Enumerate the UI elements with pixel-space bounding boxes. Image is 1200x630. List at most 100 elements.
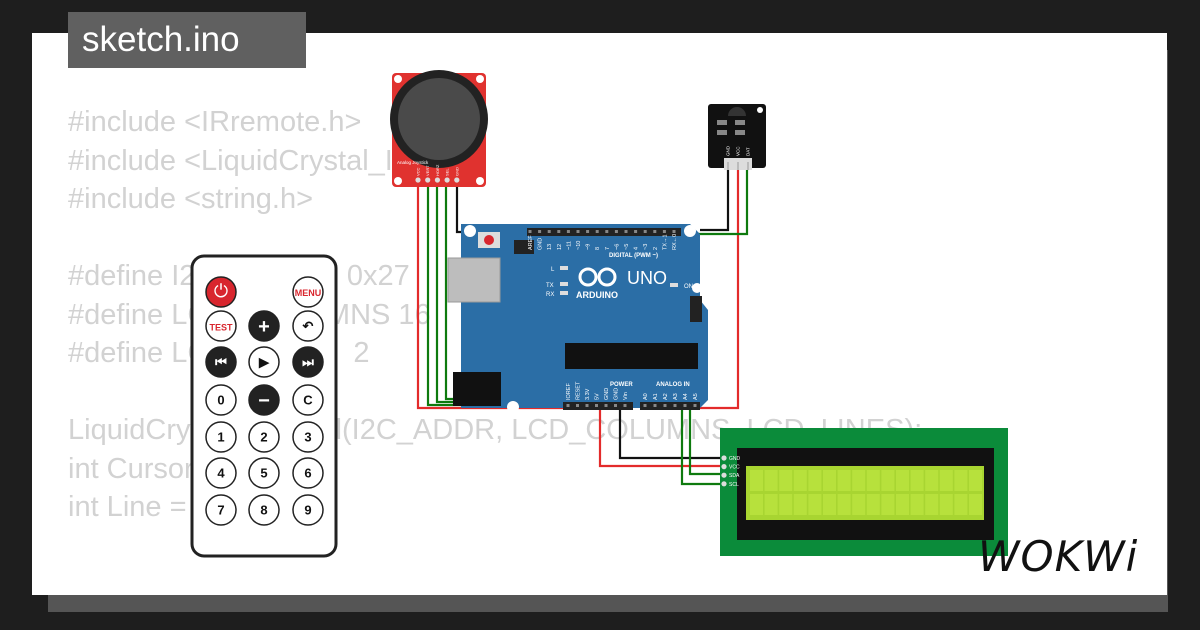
analog-pin[interactable]	[673, 404, 677, 407]
remote-key-3[interactable]	[292, 421, 324, 453]
arduino-uno-board[interactable]: ARDUINO UNO DIGITAL (PWM ~) POWER ANALOG…	[447, 224, 708, 413]
digital-header	[527, 228, 681, 236]
lcd-char-cell	[764, 470, 778, 491]
joystick-pin[interactable]	[454, 177, 460, 183]
remote-prev-button[interactable]	[205, 346, 237, 378]
joystick-pin-label: VERT	[425, 165, 430, 176]
remote-key-label: 8	[260, 503, 267, 518]
analog-pin-label: A0	[643, 393, 649, 400]
power-pin[interactable]	[595, 404, 598, 407]
digital-pin[interactable]	[528, 230, 532, 233]
lcd-pin-label: GND	[729, 456, 741, 462]
power-pin[interactable]	[566, 404, 570, 407]
remote-key-1[interactable]	[205, 421, 237, 453]
digital-pin[interactable]	[547, 230, 551, 233]
digital-pin[interactable]	[614, 230, 618, 233]
lcd-pin[interactable]	[721, 464, 727, 470]
remote-plus-button[interactable]	[248, 310, 280, 342]
analog-pin[interactable]	[663, 404, 667, 407]
joystick-pin[interactable]	[434, 177, 440, 183]
power-pin-label: 5V	[595, 393, 601, 400]
remote-key-label: 9	[304, 503, 311, 518]
ir-pin[interactable]	[747, 162, 749, 170]
digital-pin[interactable]	[672, 230, 676, 233]
joystick-pin[interactable]	[425, 177, 431, 183]
remote-key-label: 6	[304, 466, 311, 481]
power-pin[interactable]	[614, 404, 617, 407]
remote-key-2[interactable]	[248, 421, 280, 453]
power-button[interactable]	[205, 276, 237, 308]
arduino-brand: ARDUINO	[576, 290, 618, 300]
digital-pin[interactable]	[653, 230, 657, 233]
remote-back-button[interactable]	[292, 310, 324, 342]
lcd-char-cell	[939, 470, 953, 491]
remote-key-c[interactable]	[292, 384, 324, 416]
digital-pin[interactable]	[538, 230, 542, 233]
analog-pin[interactable]	[693, 404, 697, 407]
remote-key-test[interactable]	[205, 310, 237, 342]
remote-next-button[interactable]	[292, 346, 324, 378]
digital-pin-label: ~6	[614, 244, 620, 250]
digital-pin[interactable]	[576, 230, 580, 233]
led-label-rx: RX	[546, 292, 554, 298]
remote-key-0[interactable]	[205, 384, 237, 416]
lcd-pin[interactable]	[721, 472, 727, 478]
digital-pin[interactable]	[624, 230, 628, 233]
usb-port	[447, 257, 501, 303]
reset-button[interactable]	[484, 235, 494, 245]
lcd-pin[interactable]	[721, 455, 727, 461]
digital-pin-label: 8	[595, 247, 601, 250]
digital-pin[interactable]	[643, 230, 647, 233]
power-jack	[453, 372, 501, 406]
remote-key-label: C	[303, 393, 313, 408]
lcd-char-cell	[764, 494, 778, 515]
digital-pin[interactable]	[634, 230, 638, 233]
power-pin-label: GND	[614, 388, 620, 400]
remote-key-4[interactable]	[205, 457, 237, 489]
remote-minus-button[interactable]	[248, 384, 280, 416]
digital-pin-label: 2	[653, 247, 659, 250]
digital-pin[interactable]	[557, 230, 561, 233]
remote-key-6[interactable]	[292, 457, 324, 489]
power-label: POWER	[610, 382, 633, 388]
remote-key-8[interactable]	[248, 494, 280, 526]
power-pin-label: Vin	[623, 392, 629, 400]
power-pin[interactable]	[623, 404, 627, 407]
joystick-pin-label: VCC	[416, 167, 421, 176]
ir-pin[interactable]	[727, 162, 729, 170]
joystick-label: Analog Joystick	[397, 160, 429, 165]
analog-pin-label: A2	[663, 393, 669, 400]
digital-pin[interactable]	[586, 230, 590, 233]
remote-play-button[interactable]	[248, 346, 280, 378]
joystick-pin[interactable]	[444, 177, 450, 183]
digital-pin[interactable]	[566, 230, 570, 233]
joystick-knob[interactable]	[398, 78, 480, 160]
ir-sensor-dome	[728, 107, 746, 116]
digital-pin[interactable]	[595, 230, 599, 233]
lcd-char-cell	[852, 470, 866, 491]
analog-pin[interactable]	[643, 404, 647, 407]
menu-button[interactable]	[292, 276, 324, 308]
digital-pin[interactable]	[605, 230, 609, 233]
lcd-char-cell	[779, 470, 793, 491]
board-model: UNO	[627, 268, 667, 288]
analog-pin[interactable]	[683, 404, 687, 407]
power-pin[interactable]	[576, 404, 579, 407]
joystick-pin[interactable]	[415, 177, 421, 183]
lcd-pin[interactable]	[721, 481, 727, 487]
digital-pin[interactable]	[662, 230, 666, 233]
analog-pin[interactable]	[653, 404, 657, 407]
remote-key-5[interactable]	[248, 457, 280, 489]
power-pin[interactable]	[585, 404, 589, 407]
remote-key-7[interactable]	[205, 494, 237, 526]
ir-pin[interactable]	[737, 162, 739, 170]
code-line: #include <string.h>	[68, 183, 314, 215]
lcd-char-cell	[910, 494, 924, 515]
file-tab[interactable]: sketch.ino	[68, 12, 306, 68]
power-pin[interactable]	[604, 404, 608, 407]
remote-key-9[interactable]	[292, 494, 324, 526]
